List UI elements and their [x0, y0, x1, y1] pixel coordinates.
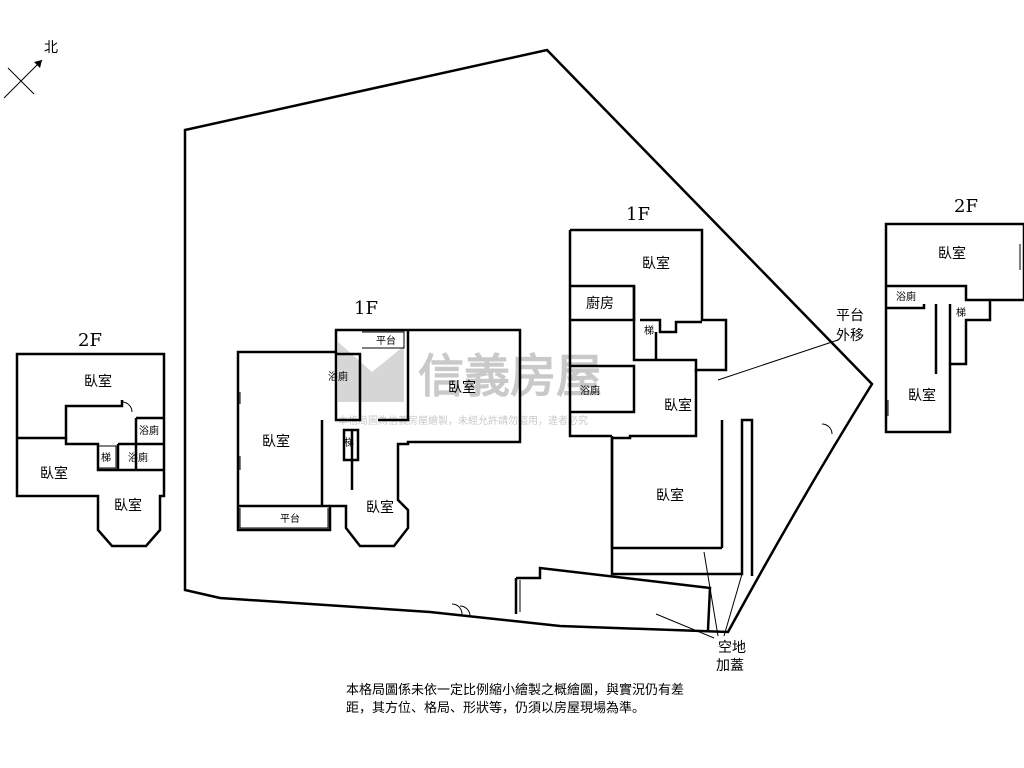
right-1f-label: 1F: [626, 204, 650, 225]
terrace-moved-note: 平台 外移: [717, 308, 864, 381]
room-stairs: 梯: [344, 436, 354, 449]
boundary-gates: [451, 423, 833, 617]
room-stairs: 梯: [101, 451, 111, 464]
compass: 北: [3, 40, 58, 99]
left-2f-label: 2F: [78, 330, 102, 351]
center-1f-label: 1F: [354, 298, 378, 319]
room-bedroom: 臥室: [938, 245, 966, 262]
room-bedroom: 臥室: [664, 397, 692, 414]
room-bathroom: 浴廁: [580, 384, 600, 397]
room-stairs: 梯: [644, 324, 654, 337]
room-bedroom: 臥室: [262, 433, 290, 450]
room-bathroom: 浴廁: [139, 424, 159, 437]
disclaimer: 本格局圖係未依一定比例縮小繪製之概繪圖，與實況仍有差距，其方位、格局、形狀等，仍…: [346, 683, 685, 716]
room-bedroom: 臥室: [84, 373, 112, 390]
watermark-brand: 信義房屋: [418, 349, 602, 403]
right-2f-label: 2F: [954, 196, 978, 217]
vacant-covered-line-1: 空地: [718, 640, 746, 656]
terrace-moved-line-1: 平台: [836, 308, 864, 324]
left-2f-plan: 2F 臥室 臥室 臥室 浴廁 浴廁 梯: [15, 330, 166, 548]
room-stairs: 梯: [956, 306, 966, 319]
room-bedroom: 臥室: [114, 497, 142, 514]
room-bedroom: 臥室: [40, 465, 68, 482]
lot-boundary: [183, 48, 874, 634]
room-bedroom: 臥室: [656, 487, 684, 504]
room-terrace: 平台: [376, 334, 396, 347]
center-1f-plan: 1F 平台 浴廁 臥室 臥室 梯 臥室 平台: [236, 298, 522, 548]
room-bathroom: 浴廁: [328, 370, 348, 383]
watermark-notice: 本格局圖為信義房屋繪製，未經允許請勿盜用，違者必究: [338, 414, 588, 427]
room-kitchen: 廚房: [586, 295, 614, 312]
watermark: 信義房屋 本格局圖為信義房屋繪製，未經允許請勿盜用，違者必究: [338, 342, 602, 427]
right-1f-plan: 1F 臥室 廚房 梯 浴廁 臥室 臥室: [568, 204, 754, 576]
room-terrace: 平台: [280, 512, 300, 525]
room-bedroom: 臥室: [908, 387, 936, 404]
room-bathroom: 浴廁: [896, 290, 916, 303]
room-bedroom: 臥室: [366, 499, 394, 516]
north-label: 北: [44, 40, 58, 56]
room-bedroom: 臥室: [642, 255, 670, 272]
vacant-covered-line-2: 加蓋: [716, 658, 744, 674]
room-bedroom: 臥室: [448, 379, 476, 396]
terrace-moved-line-2: 外移: [836, 328, 864, 344]
covered-annex: 空地 加蓋: [514, 551, 746, 674]
right-2f-plan: 2F 臥室 浴廁 梯 臥室: [884, 196, 1024, 434]
room-bathroom: 浴廁: [128, 451, 148, 464]
